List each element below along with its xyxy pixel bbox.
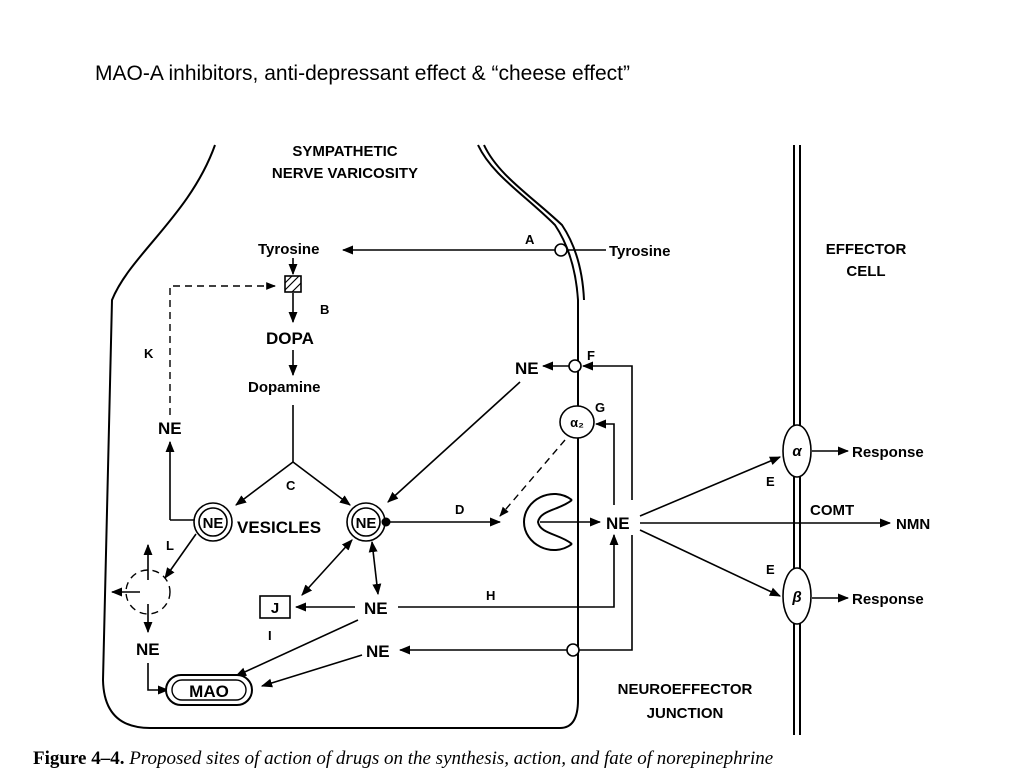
dashed-granule (125, 569, 171, 615)
tyrosine-inside-label: Tyrosine (258, 241, 319, 258)
dopa-label: DOPA (266, 329, 314, 348)
nmn-label: NMN (896, 516, 930, 533)
junction-label-line1: NEUROEFFECTOR (618, 681, 753, 698)
mao-mitochondrion (165, 674, 253, 706)
site-f-label: F (587, 348, 595, 363)
ne-feedback-label: NE (158, 419, 182, 438)
site-h-label: H (486, 588, 495, 603)
ne-granule-label: NE (136, 640, 160, 659)
varicosity-label-line1: SYMPATHETIC (292, 143, 397, 160)
alpha2-receptor (559, 405, 595, 439)
site-b-label: B (320, 302, 329, 317)
site-g-label: G (595, 400, 605, 415)
exocytosis-pore (522, 493, 573, 551)
varicosity-label-line2: NERVE VARICOSITY (272, 165, 418, 182)
alpha2-label: α₂ (570, 415, 584, 430)
figure-caption-text: Proposed sites of action of drugs on the… (129, 748, 774, 769)
vesicle-left-ne: NE (203, 515, 224, 532)
beta-label: β (791, 589, 801, 606)
ne-junction-label: NE (606, 514, 630, 533)
j-box (259, 595, 291, 619)
dopamine-label: Dopamine (248, 379, 321, 396)
comt-label: COMT (810, 502, 854, 519)
figure-number: Figure 4–4. (33, 748, 125, 769)
site-a-label: A (525, 232, 535, 247)
site-e-upper-label: E (766, 474, 775, 489)
tyrosine-hydroxylase-box (284, 275, 302, 293)
site-c-label: C (286, 478, 296, 493)
varicosity-membrane-outline (101, 144, 579, 729)
feedback-k-dashed (169, 282, 276, 415)
effector-label-line1: EFFECTOR (826, 241, 907, 258)
junction-label-line2: JUNCTION (647, 705, 724, 722)
ne-reuptake-label: NE (515, 359, 539, 378)
site-l-label: L (166, 538, 174, 553)
transporter-f (568, 359, 582, 373)
transporter-a (554, 243, 568, 257)
ne-return-label: NE (366, 642, 390, 661)
tyrosine-outside-label: Tyrosine (609, 243, 670, 260)
mao-label: MAO (189, 682, 229, 701)
site-e-lower-label: E (766, 562, 775, 577)
varicosity-membrane-inner (483, 144, 585, 301)
site-i-label: I (268, 628, 272, 643)
beta-receptor (782, 567, 812, 625)
effector-label-line2: CELL (846, 263, 885, 280)
site-d-label: D (455, 502, 464, 517)
alpha-receptor (782, 424, 812, 478)
response-beta-label: Response (852, 591, 924, 608)
j-label: J (271, 600, 279, 617)
vesicles-label: VESICLES (237, 518, 321, 537)
transporter-lower (566, 643, 580, 657)
response-alpha-label: Response (852, 444, 924, 461)
slide-title: MAO-A inhibitors, anti-depressant effect… (95, 62, 630, 85)
figure-caption: Figure 4–4. Proposed sites of action of … (33, 748, 773, 770)
vesicle-right-ne: NE (356, 515, 377, 532)
ne-cytoplasm-label: NE (364, 599, 388, 618)
site-k-label: K (144, 346, 154, 361)
alpha2-inhibition-dashed (499, 439, 566, 517)
alpha-label: α (792, 443, 802, 460)
